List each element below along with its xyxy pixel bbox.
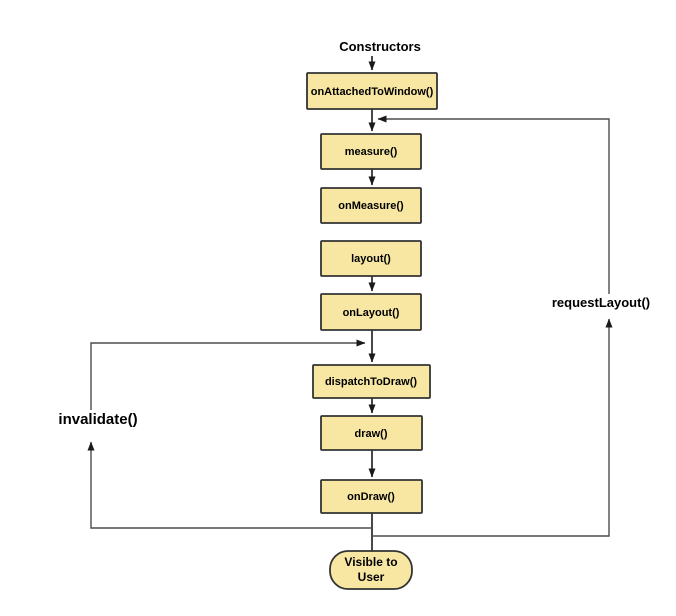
invalidate-loop-upper — [90, 339, 366, 410]
node-onattachedtowindow-box — [306, 72, 438, 110]
node-draw-label: draw() — [355, 428, 388, 440]
node-dispatchtodraw-label: dispatchToDraw() — [325, 376, 417, 388]
node-onlayout: onLayout() — [320, 293, 422, 331]
node-ondraw-box — [320, 479, 423, 514]
terminal-visible-to-user-shape — [329, 550, 413, 590]
node-onmeasure: onMeasure() — [320, 187, 422, 224]
node-onmeasure-box — [320, 187, 422, 224]
node-layout: layout() — [320, 240, 422, 277]
node-onlayout-label: onLayout() — [343, 307, 400, 319]
node-draw-box — [320, 415, 423, 451]
requestlayout-loop-upper — [377, 115, 610, 294]
node-measure-label: measure() — [345, 146, 398, 158]
node-dispatchtodraw: dispatchToDraw() — [312, 364, 431, 399]
node-draw: draw() — [320, 415, 423, 451]
node-ondraw: onDraw() — [320, 479, 423, 514]
node-dispatchtodraw-box — [312, 364, 431, 399]
node-measure: measure() — [320, 133, 422, 170]
node-onattachedtowindow-label: onAttachedToWindow() — [311, 86, 434, 98]
requestlayout-loop-lower — [372, 318, 613, 537]
node-layout-box — [320, 240, 422, 277]
node-measure-box — [320, 133, 422, 170]
node-ondraw-label: onDraw() — [347, 491, 395, 503]
terminal-label-line1: Visible to — [344, 555, 397, 569]
invalidate-loop-lower — [87, 441, 372, 529]
node-layout-label: layout() — [351, 253, 391, 265]
node-onlayout-box — [320, 293, 422, 331]
terminal-visible-to-user: Visible to User — [329, 550, 413, 590]
start-label: Constructors — [339, 39, 421, 54]
terminal-label-line2: User — [358, 570, 385, 584]
requestlayout-label: requestLayout() — [552, 295, 650, 310]
invalidate-label: invalidate() — [58, 411, 137, 428]
node-onattachedtowindow: onAttachedToWindow() — [306, 72, 438, 110]
node-onmeasure-label: onMeasure() — [338, 200, 404, 212]
